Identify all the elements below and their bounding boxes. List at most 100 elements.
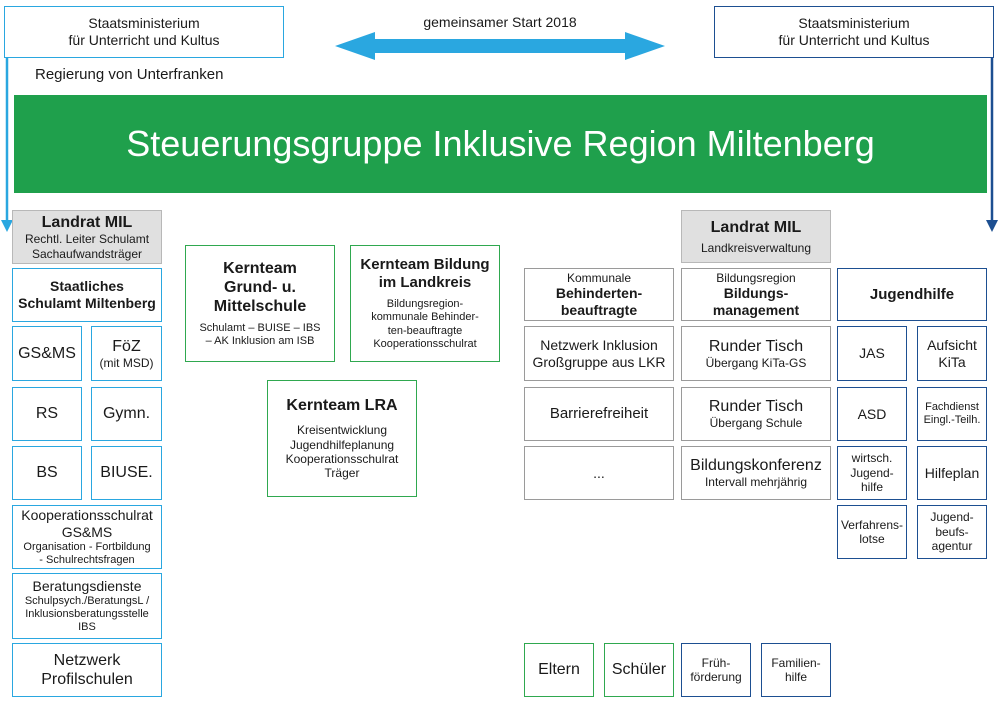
col1-line: ... bbox=[593, 464, 605, 481]
bottom-label: förderung bbox=[690, 670, 742, 684]
kernteam-bildung-box: Kernteam Bildung im Landkreis Bildungsre… bbox=[350, 245, 500, 362]
kooperation-line: - Schulrechtsfragen bbox=[39, 553, 135, 566]
bottom-label: Familien- bbox=[771, 655, 821, 670]
school-type-box: BIUSE. bbox=[91, 446, 162, 500]
landrat-left-line: Sachaufwandsträger bbox=[31, 246, 143, 261]
runder-tisch-kita-box: Runder Tisch Übergang KiTa-GS bbox=[681, 326, 831, 381]
kernteam-bildung-line: ten-beauftragte bbox=[387, 324, 463, 337]
school-type-box: Gymn. bbox=[91, 387, 162, 441]
bottom-label: Früh- bbox=[701, 655, 731, 670]
beratung-line: Schulpsych./BeratungsL / bbox=[24, 594, 150, 607]
school-type-box: GS&MS bbox=[12, 326, 82, 381]
landrat-right-box: Landrat MIL Landkreisverwaltung bbox=[681, 210, 831, 263]
jh-item-box: ASD bbox=[837, 387, 907, 441]
ellipsis-box: ... bbox=[524, 446, 674, 500]
col1-line: Barrierefreiheit bbox=[549, 405, 649, 422]
schulamt-line: Staatliches bbox=[50, 278, 124, 295]
jugendhilfe-title: Jugendhilfe bbox=[869, 285, 955, 303]
school-type-label: Gymn. bbox=[102, 405, 151, 423]
behinderten-title: beauftragte bbox=[560, 301, 638, 318]
school-type-box: RS bbox=[12, 387, 82, 441]
fruehfoerderung-box: Früh- förderung bbox=[681, 643, 751, 697]
kernteam-gms-line: Schulamt – BUISE – IBS bbox=[199, 322, 321, 335]
behinderten-pre: Kommunale bbox=[566, 270, 632, 285]
jh-item-box: Verfahrens- lotse bbox=[837, 505, 907, 559]
netzwerk-profilschulen-box: Netzwerk Profilschulen bbox=[12, 643, 162, 697]
jh-item-line: agentur bbox=[931, 539, 973, 554]
kernteam-gms-title: Grund- u. bbox=[224, 278, 296, 296]
netzwerk-line: Netzwerk bbox=[53, 651, 121, 669]
kernteam-lra-line: Jugendhilfeplanung bbox=[289, 437, 395, 452]
kooperation-title: GS&MS bbox=[61, 523, 113, 540]
col2-sub: Übergang KiTa-GS bbox=[705, 355, 807, 370]
school-type-sub: (mit MSD) bbox=[99, 355, 154, 370]
ministry-right-line: Staatsministerium bbox=[798, 15, 910, 32]
school-type-label: FöZ bbox=[112, 337, 141, 355]
beratungsdienste-box: Beratungsdienste Schulpsych./BeratungsL … bbox=[12, 573, 162, 639]
kernteam-lra-line: Kreisentwicklung bbox=[296, 423, 388, 438]
school-type-label: RS bbox=[35, 405, 59, 423]
beratung-line: IBS bbox=[78, 620, 96, 633]
col2-main: Runder Tisch bbox=[708, 398, 804, 416]
bildungsmgmt-pre: Bildungsregion bbox=[716, 270, 796, 285]
school-type-label: BIUSE. bbox=[100, 464, 153, 482]
bottom-label: hilfe bbox=[784, 670, 807, 684]
school-type-label: GS&MS bbox=[18, 344, 76, 362]
jh-item-line: Fachdienst bbox=[925, 400, 979, 413]
jh-item-box: Aufsicht KiTa bbox=[917, 326, 987, 381]
jh-item-line: hilfe bbox=[860, 480, 883, 495]
kernteam-gms-title: Mittelschule bbox=[213, 297, 307, 315]
eltern-box: Eltern bbox=[524, 643, 594, 697]
jh-item-line: Jugend- bbox=[930, 510, 974, 525]
kernteam-bildung-title: im Landkreis bbox=[378, 274, 472, 292]
school-type-box: BS bbox=[12, 446, 82, 500]
jh-item-line: lotse bbox=[859, 532, 885, 546]
bildungsmgmt-title: management bbox=[712, 301, 800, 318]
landrat-right-sub: Landkreisverwaltung bbox=[700, 240, 812, 255]
ministry-left-box: Staatsministerium für Unterricht und Kul… bbox=[4, 6, 284, 58]
landrat-right-title: Landrat MIL bbox=[710, 218, 802, 236]
bildungskonferenz-box: Bildungskonferenz Intervall mehrjährig bbox=[681, 446, 831, 500]
landrat-left-box: Landrat MIL Rechtl. Leiter Schulamt Sach… bbox=[12, 210, 162, 264]
kernteam-gms-box: Kernteam Grund- u. Mittelschule Schulamt… bbox=[185, 245, 335, 362]
col1-line: Großgruppe aus LKR bbox=[532, 353, 666, 370]
behindertenbeauftragte-box: Kommunale Behinderten- beauftragte bbox=[524, 268, 674, 321]
schulamt-line: Schulamt Miltenberg bbox=[18, 295, 156, 311]
jh-item-line: ASD bbox=[857, 405, 887, 422]
jh-item-box: wirtsch. Jugend- hilfe bbox=[837, 446, 907, 500]
school-type-box: FöZ (mit MSD) bbox=[91, 326, 162, 381]
jh-item-line: Hilfeplan bbox=[924, 464, 980, 481]
banner-title: Steuerungsgruppe Inklusive Region Milten… bbox=[126, 123, 875, 165]
landrat-left-title: Landrat MIL bbox=[41, 214, 133, 232]
jh-item-line: KiTa bbox=[938, 353, 966, 370]
behinderten-title: Behinderten- bbox=[555, 284, 643, 301]
kernteam-bildung-title: Kernteam Bildung bbox=[360, 256, 490, 274]
jh-item-line: JAS bbox=[859, 345, 885, 362]
jh-item-box: Fachdienst Eingl.-Teilh. bbox=[917, 387, 987, 441]
kernteam-lra-title: Kernteam LRA bbox=[286, 397, 398, 415]
kernteam-lra-line: Träger bbox=[324, 466, 360, 481]
regierung-label: Regierung von Unterfranken bbox=[35, 66, 224, 83]
col2-main: Runder Tisch bbox=[708, 337, 804, 355]
right-connector-head bbox=[986, 220, 998, 232]
ministry-right-line: für Unterricht und Kultus bbox=[778, 32, 930, 48]
start-label: gemeinsamer Start 2018 bbox=[423, 14, 577, 30]
barrierefreiheit-box: Barrierefreiheit bbox=[524, 387, 674, 441]
landrat-left-line: Rechtl. Leiter Schulamt bbox=[24, 232, 150, 247]
kernteam-lra-line: Kooperationsschulrat bbox=[285, 452, 399, 467]
kernteam-gms-title: Kernteam bbox=[223, 259, 297, 277]
col1-line: Netzwerk Inklusion bbox=[540, 336, 658, 353]
jh-item-line: Jugend- bbox=[850, 465, 894, 480]
kernteam-bildung-line: Bildungsregion- bbox=[386, 298, 464, 311]
netzwerk-inklusion-box: Netzwerk Inklusion Großgruppe aus LKR bbox=[524, 326, 674, 381]
runder-tisch-schule-box: Runder Tisch Übergang Schule bbox=[681, 387, 831, 441]
col2-main: Bildungskonferenz bbox=[690, 457, 822, 475]
kernteam-bildung-line: Kooperationsschulrat bbox=[373, 337, 477, 350]
col2-sub: Übergang Schule bbox=[709, 416, 803, 431]
beratung-title: Beratungsdienste bbox=[32, 577, 142, 594]
jh-item-line: beufs- bbox=[935, 524, 969, 539]
kooperationsschulrat-box: Kooperationsschulrat GS&MS Organisation … bbox=[12, 505, 162, 569]
jh-item-box: JAS bbox=[837, 326, 907, 381]
kooperation-line: Organisation - Fortbildung bbox=[23, 540, 151, 553]
